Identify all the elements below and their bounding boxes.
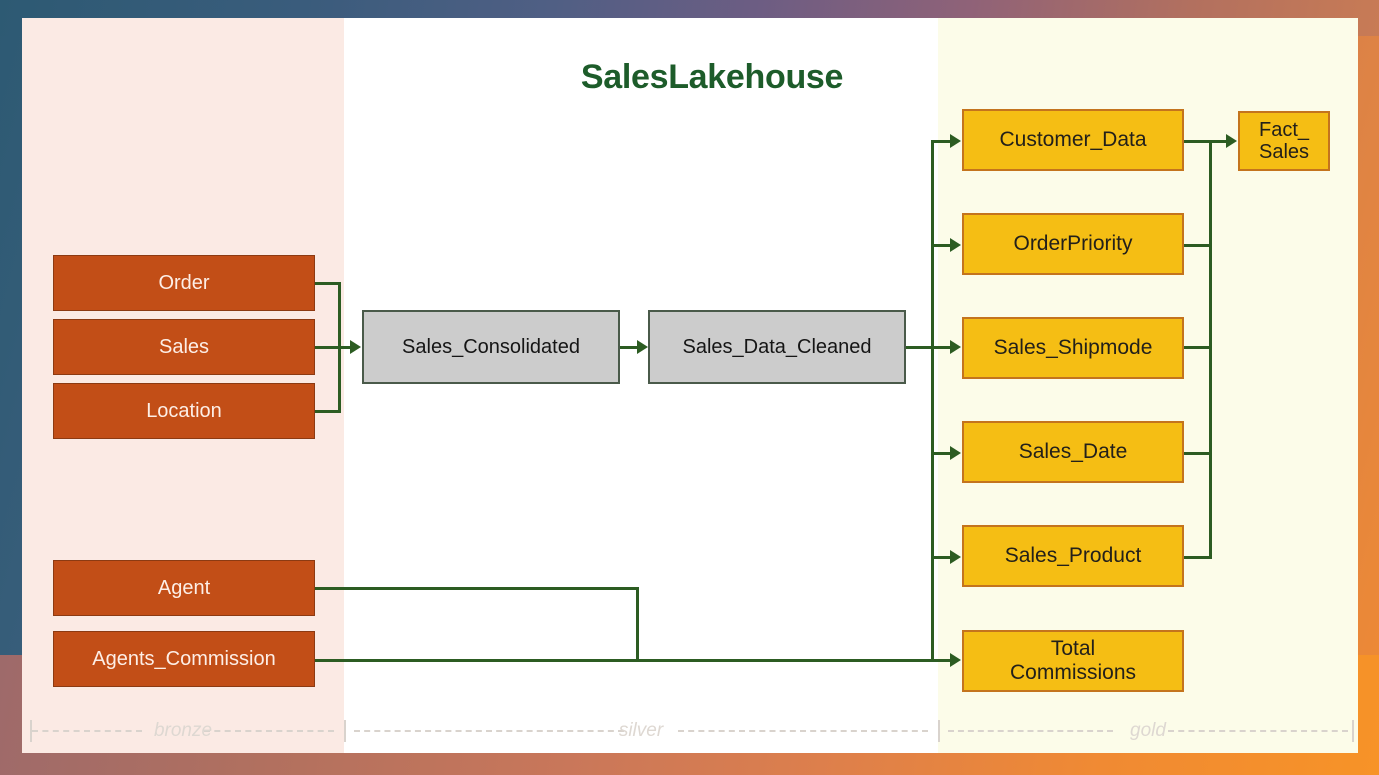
- ruler-tick-mid-2: [938, 720, 940, 742]
- connector-bus-to-order-priority: [931, 244, 950, 247]
- connector-bus-to-sales-product: [931, 556, 950, 559]
- connector-bus-to-fact-sales: [1209, 140, 1226, 143]
- connector-sales-stub: [315, 346, 341, 349]
- zone-ruler-gold: gold: [938, 708, 1358, 753]
- ruler-tick-start: [30, 720, 32, 742]
- node-sales-shipmode[interactable]: Sales_Shipmode: [962, 317, 1184, 379]
- arrowhead-to-sales-shipmode: [950, 340, 961, 354]
- zone-ruler: bronze silver gold: [22, 708, 1358, 753]
- connector-agent-out: [315, 587, 639, 590]
- node-order[interactable]: Order: [53, 255, 315, 311]
- connector-sales-date-out: [1184, 452, 1212, 455]
- node-agents-commission[interactable]: Agents_Commission: [53, 631, 315, 687]
- connector-customer-data-out: [1184, 140, 1212, 143]
- connector-sales-shipmode-out: [1184, 346, 1212, 349]
- connector-bus-to-sales-shipmode: [931, 346, 950, 349]
- connector-consolidated-to-cleaned: [620, 346, 637, 349]
- arrowhead-to-customer-data: [950, 134, 961, 148]
- connector-order-stub: [315, 282, 341, 285]
- node-sales-product[interactable]: Sales_Product: [962, 525, 1184, 587]
- node-total-commissions[interactable]: Total Commissions: [962, 630, 1184, 692]
- zone-ruler-bronze: bronze: [22, 708, 344, 753]
- zone-panel-silver: [344, 18, 938, 753]
- node-fact-sales-line2: Sales: [1258, 141, 1310, 163]
- ruler-dash-left: [354, 730, 624, 732]
- ruler-dash-right: [678, 730, 928, 732]
- connector-order-priority-out: [1184, 244, 1212, 247]
- zone-label-gold: gold: [1130, 719, 1166, 741]
- connector-cleaned-to-gold-bus: [906, 346, 934, 349]
- node-sales-date[interactable]: Sales_Date: [962, 421, 1184, 483]
- node-sales[interactable]: Sales: [53, 319, 315, 375]
- node-customer-data[interactable]: Customer_Data: [962, 109, 1184, 171]
- diagram-title: SalesLakehouse: [580, 58, 844, 96]
- diagram-canvas: SalesLakehouse Order Sales Location Agen…: [22, 18, 1358, 753]
- connector-bus-to-total-commissions: [931, 659, 950, 662]
- ruler-dash-right: [204, 730, 334, 732]
- ruler-tick-end: [1352, 720, 1354, 742]
- ruler-dash-left: [948, 730, 1113, 732]
- arrowhead-to-total-commissions: [950, 653, 961, 667]
- node-total-commissions-line2: Commissions: [1009, 661, 1137, 684]
- connector-bus-to-customer-data: [931, 140, 950, 143]
- ruler-dash-left: [32, 730, 142, 732]
- node-sales-data-cleaned[interactable]: Sales_Data_Cleaned: [648, 310, 906, 384]
- zone-label-silver: silver: [618, 719, 664, 741]
- zone-ruler-silver: silver: [344, 708, 938, 753]
- arrowhead-to-order-priority: [950, 238, 961, 252]
- arrowhead-to-sales-date: [950, 446, 961, 460]
- ruler-tick-mid-1: [344, 720, 346, 742]
- ruler-dash-right: [1168, 730, 1348, 732]
- connector-agents-commission-out: [315, 659, 934, 662]
- node-agent[interactable]: Agent: [53, 560, 315, 616]
- zone-label-bronze: bronze: [153, 719, 213, 741]
- connector-gold-fanout-bus: [931, 140, 934, 661]
- arrowhead-to-fact-sales: [1226, 134, 1237, 148]
- node-total-commissions-line1: Total: [1050, 637, 1096, 661]
- connector-bronze-to-consolidated: [338, 346, 350, 349]
- node-order-priority[interactable]: OrderPriority: [962, 213, 1184, 275]
- connector-fact-collector-bus: [1209, 140, 1212, 559]
- node-location[interactable]: Location: [53, 383, 315, 439]
- arrowhead-to-sales-consolidated: [350, 340, 361, 354]
- connector-location-stub: [315, 410, 341, 413]
- arrowhead-to-sales-data-cleaned: [637, 340, 648, 354]
- node-fact-sales[interactable]: Fact_ Sales: [1238, 111, 1330, 171]
- connector-sales-product-out: [1184, 556, 1212, 559]
- arrowhead-to-sales-product: [950, 550, 961, 564]
- node-fact-sales-line1: Fact_: [1258, 118, 1310, 141]
- connector-agent-drop: [636, 587, 639, 662]
- connector-bus-to-sales-date: [931, 452, 950, 455]
- node-sales-consolidated[interactable]: Sales_Consolidated: [362, 310, 620, 384]
